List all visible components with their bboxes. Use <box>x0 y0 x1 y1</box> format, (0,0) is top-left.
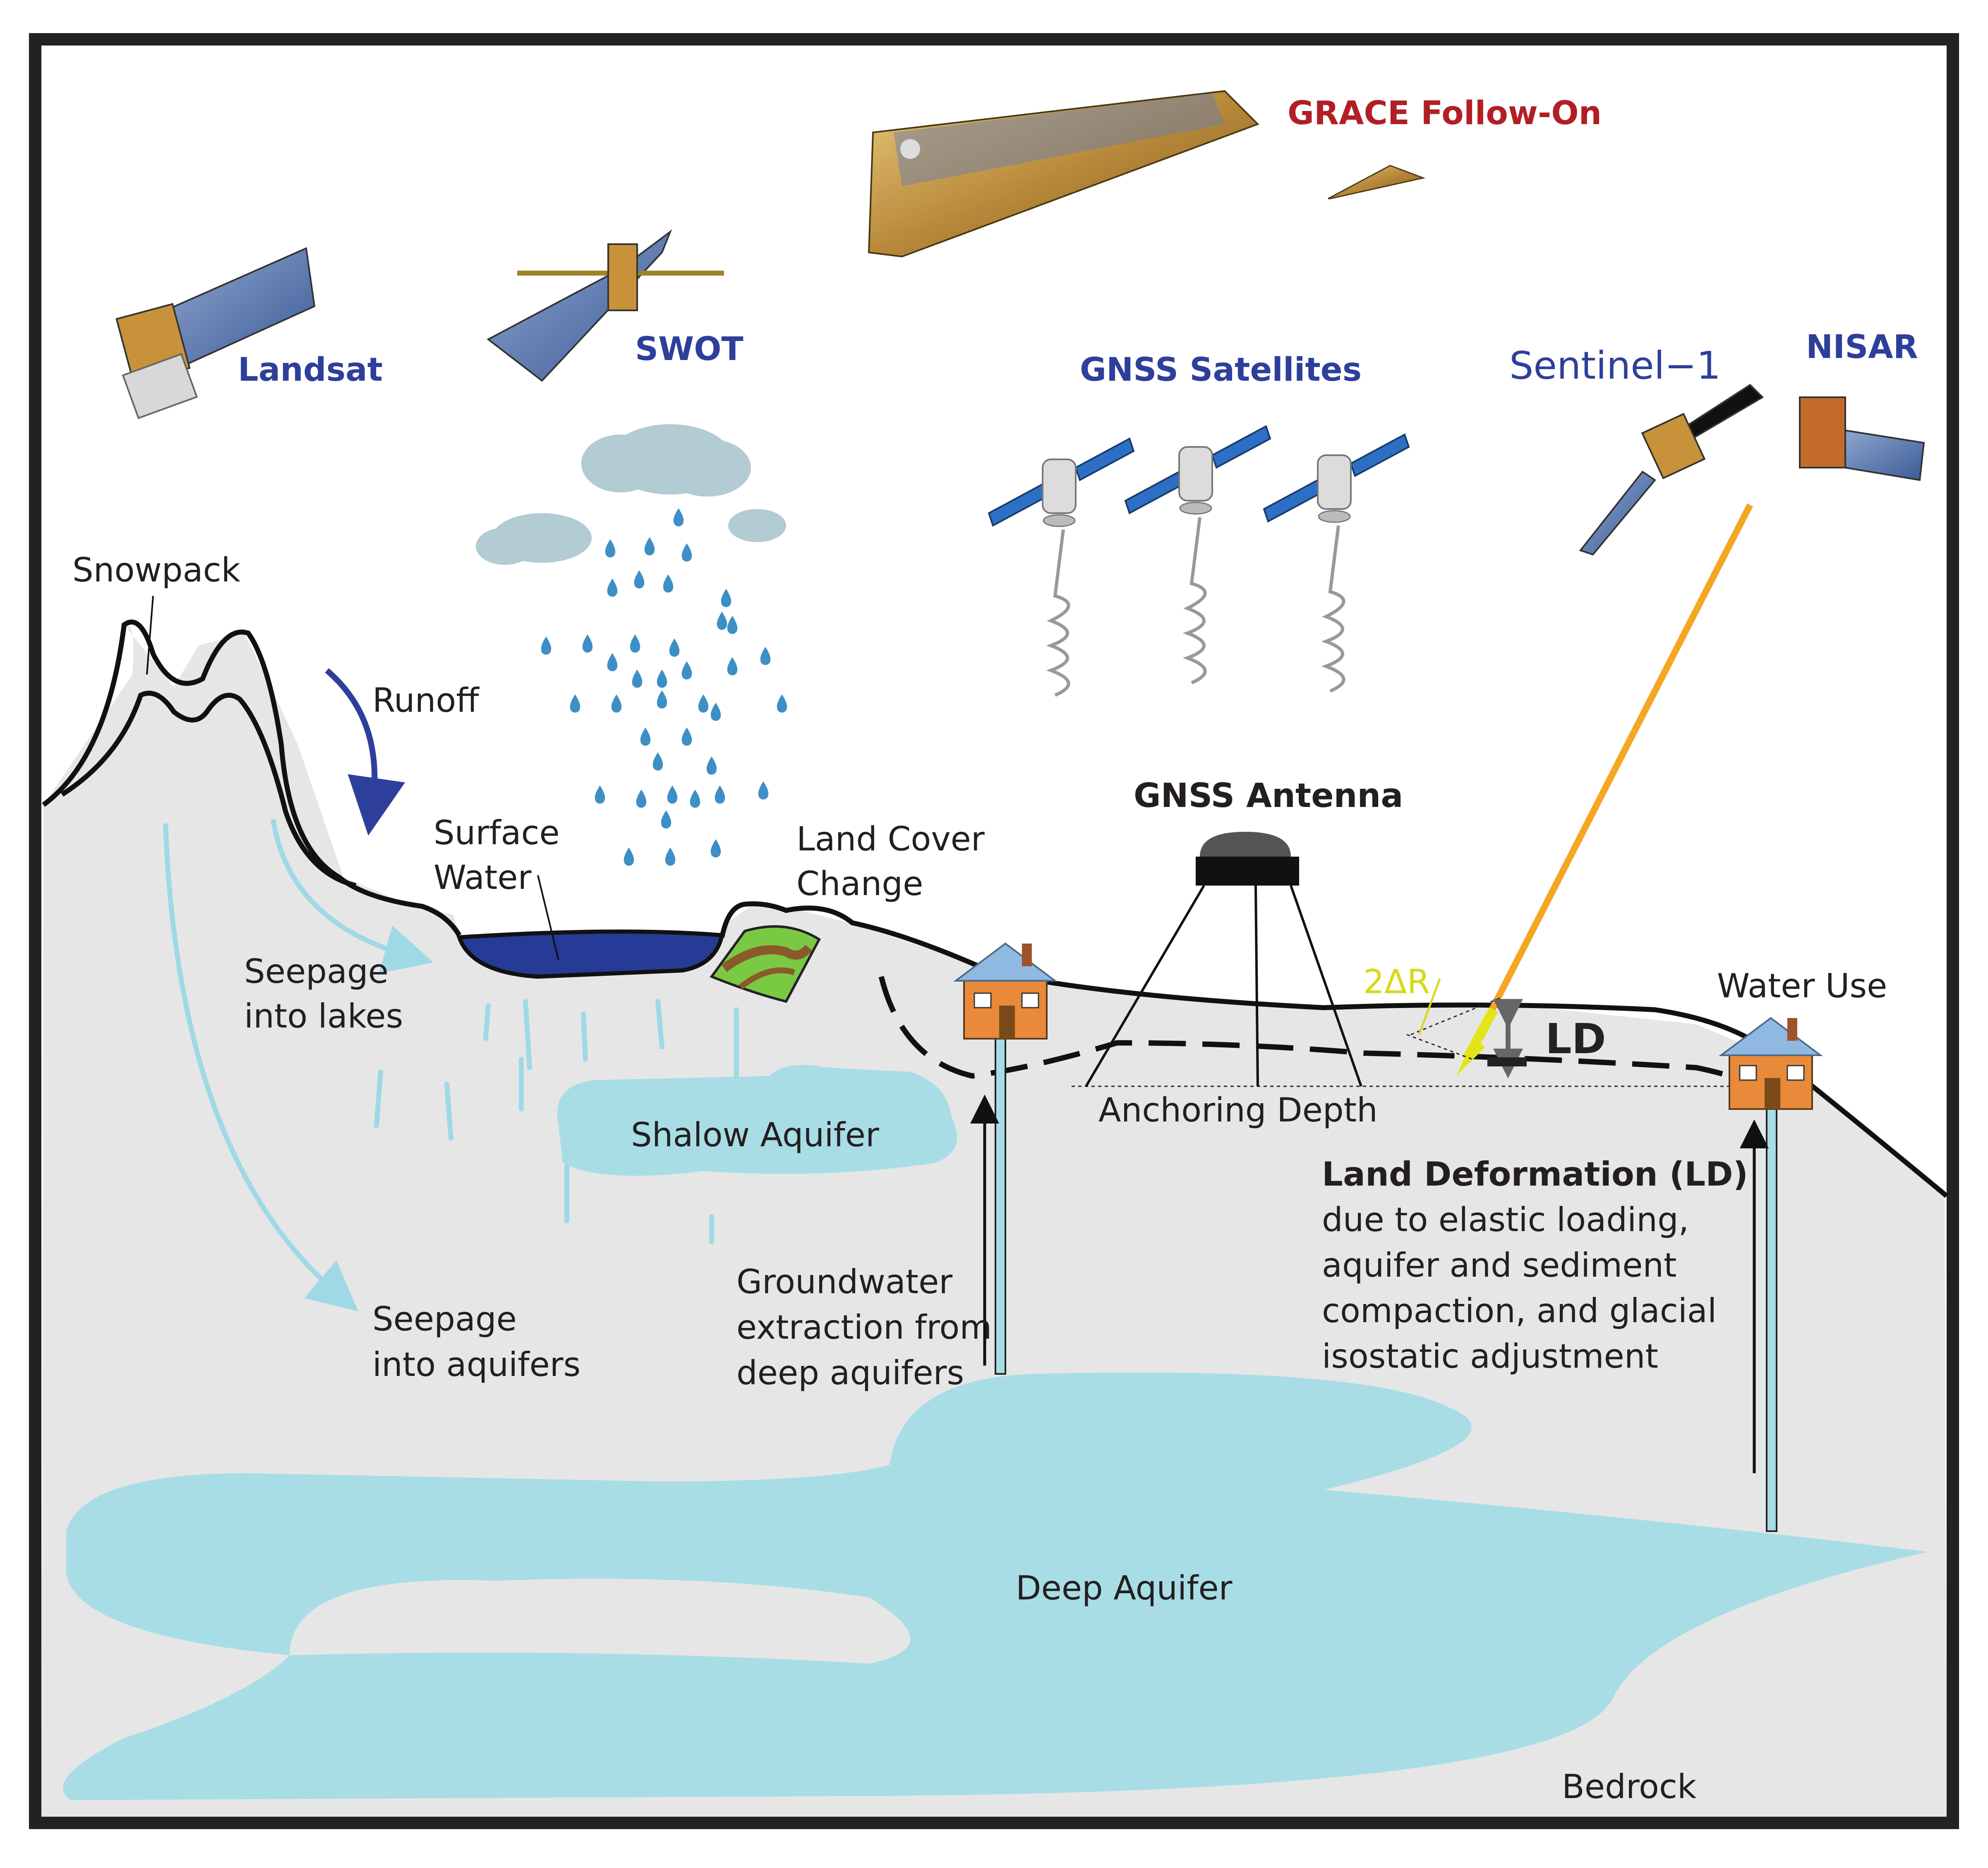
land-deformation-body: due to elastic loading, aquifer and sedi… <box>1322 1201 1727 1376</box>
rain-cloud-icon <box>476 424 786 565</box>
seepage-dashes <box>374 999 739 1244</box>
rain-drop <box>710 839 721 857</box>
rain-drop <box>634 570 645 588</box>
rain-drop <box>777 694 787 713</box>
bedrock-label: Bedrock <box>1562 1767 1697 1806</box>
deformed-surface-dashed <box>878 976 1760 1091</box>
gnss-satellite-icon <box>1263 433 1410 693</box>
snowpack-label: Snowpack <box>72 551 241 589</box>
gnss-satellites-label: GNSS Satellites <box>1080 351 1362 389</box>
rain-drop <box>595 785 605 804</box>
landsat-satellite-icon <box>115 247 316 419</box>
gnss-satellites-icons <box>988 425 1410 697</box>
rain-drop <box>690 790 700 808</box>
rain-drop <box>710 703 721 721</box>
grace-label: GRACE Follow-On <box>1288 95 1602 132</box>
rain-drop <box>665 848 676 866</box>
snowpack-pointer <box>146 595 154 675</box>
surface-water-lake <box>456 929 725 979</box>
well-right <box>1740 1067 1777 1532</box>
house-right-icon <box>1719 1017 1823 1110</box>
rain-drop <box>630 634 640 653</box>
rain-drop <box>669 639 680 657</box>
rain-drop <box>657 690 667 708</box>
rain-drop <box>632 670 643 688</box>
rain-drop <box>721 589 731 607</box>
sentinel-satellite-icon <box>1579 384 1764 556</box>
rain-drop <box>661 810 671 828</box>
rain-drop <box>727 616 738 634</box>
grace-satellite-icon <box>868 90 1426 258</box>
delta-r-label: 2ΔR <box>1363 963 1430 1001</box>
gnss-satellite-icon <box>988 437 1135 697</box>
nisar-label: NISAR <box>1806 329 1918 366</box>
rain-drop <box>570 694 580 713</box>
water-use-label: Water Use <box>1717 967 1887 1005</box>
rain-drop <box>673 508 684 526</box>
rain-drop <box>663 574 674 593</box>
rain-drop <box>681 661 692 679</box>
rain-drop <box>640 728 651 746</box>
seepage-lakes-label: Seepage into lakes <box>244 952 403 1035</box>
groundwater-extraction-label: Groundwater extraction from deep aquifer… <box>736 1263 1002 1392</box>
rain-drop <box>652 752 663 771</box>
rain-drop <box>717 612 727 630</box>
rain-drop <box>611 694 622 713</box>
surface-water-pointer <box>537 875 559 960</box>
deep-aquifer-label: Deep Aquifer <box>1016 1569 1233 1607</box>
seepage-aquifers-label: Seepage into aquifers <box>372 1300 580 1384</box>
swot-satellite-icon <box>487 229 724 382</box>
rain-drops <box>541 508 787 866</box>
land-deformation-title: Land Deformation (LD) <box>1322 1155 1748 1193</box>
deep-aquifer-inlet <box>290 1579 910 1664</box>
rain-drop <box>657 670 667 688</box>
sentinel-label: Sentinel−1 <box>1509 343 1721 388</box>
anchoring-depth-label: Anchoring Depth <box>1098 1091 1378 1129</box>
swot-label: SWOT <box>635 331 743 368</box>
rain-drop <box>760 647 771 665</box>
ld-label: LD <box>1545 1015 1606 1063</box>
surface-water-label: Surface Water <box>434 814 570 897</box>
gnss-antenna-label: GNSS Antenna <box>1134 776 1403 815</box>
rain-drop <box>605 539 616 557</box>
rain-drop <box>698 694 709 713</box>
landsat-label: Landsat <box>238 351 383 389</box>
rain-drop <box>727 657 738 675</box>
rain-drop <box>607 653 618 671</box>
rain-drop <box>667 785 678 804</box>
rain-drop <box>541 636 552 655</box>
well-left <box>970 1017 1006 1375</box>
rain-drop <box>623 848 634 866</box>
deep-aquifer <box>62 1372 1928 1800</box>
nisar-satellite-icon <box>1799 396 1925 481</box>
gnss-antenna-icon <box>1085 832 1362 1087</box>
shallow-aquifer <box>557 1065 957 1176</box>
rain-drop <box>681 728 692 746</box>
runoff-arrow <box>325 668 405 836</box>
rain-drop <box>636 790 647 808</box>
seepage-aquifers-arrow <box>163 823 358 1311</box>
snowpack-outer <box>42 619 462 937</box>
rain-drop <box>758 781 769 800</box>
shallow-aquifer-label: Shalow Aquifer <box>631 1116 879 1154</box>
rain-drop <box>706 756 717 775</box>
ld-marker <box>1487 999 1527 1078</box>
rain-drop <box>582 634 593 653</box>
insar-beam <box>1406 503 1753 1076</box>
runoff-label: Runoff <box>372 681 480 720</box>
seepage-lakes-arrow <box>271 819 434 973</box>
land-cover-patch <box>710 925 821 1003</box>
rain-drop <box>644 537 655 555</box>
rain-drop <box>607 579 618 597</box>
snowpack-inner <box>60 691 357 888</box>
rain-drop <box>715 785 725 804</box>
land-cover-change-label: Land Cover Change <box>796 820 995 903</box>
gnss-satellite-icon <box>1124 425 1271 684</box>
rain-drop <box>681 543 692 562</box>
house-left-icon <box>953 942 1058 1040</box>
